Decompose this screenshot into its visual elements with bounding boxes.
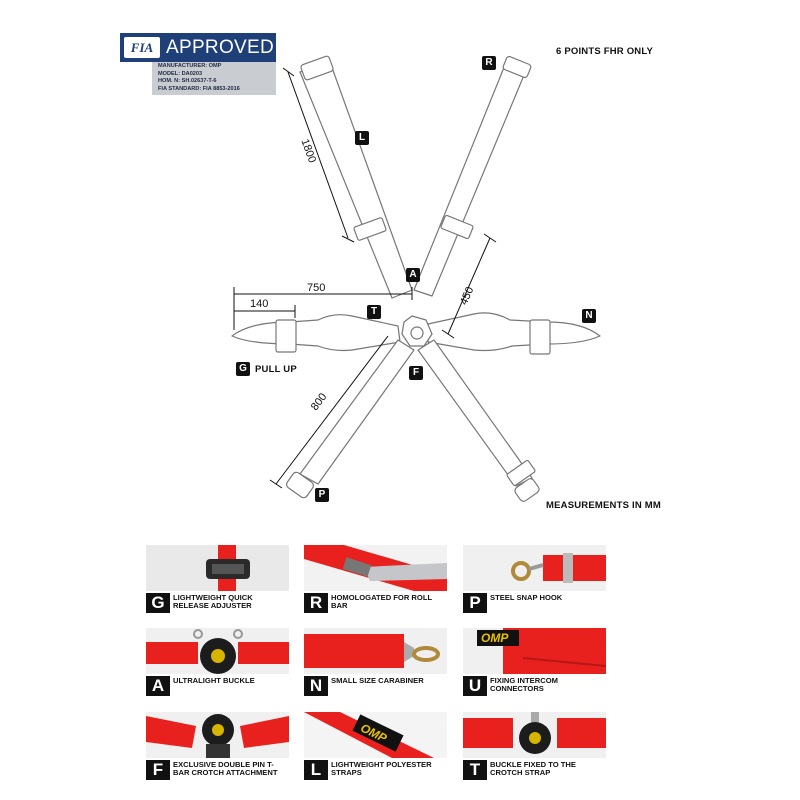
feature-photo-L: OMP bbox=[304, 712, 447, 758]
feature-text-P: STEEL SNAP HOOK bbox=[490, 593, 563, 602]
strap-left-leg-end bbox=[285, 471, 315, 499]
omp-logo-u: OMP bbox=[481, 631, 509, 645]
strap-left-shoulder-end bbox=[300, 55, 334, 81]
adjuster-left-lap bbox=[275, 319, 297, 353]
label-P: P bbox=[315, 488, 329, 502]
feature-text-A: ULTRALIGHT BUCKLE bbox=[173, 676, 255, 685]
feature-photo-R bbox=[304, 545, 447, 591]
strap-right-shoulder-end bbox=[502, 55, 532, 79]
feature-text-T: BUCKLE FIXED TO THE CROTCH STRAP bbox=[490, 760, 576, 778]
feature-letter-F: F bbox=[146, 760, 170, 780]
fia-approved-badge: FIA APPROVED MANUFACTURER: OMP MODEL: DA… bbox=[120, 33, 276, 95]
label-F: F bbox=[409, 366, 423, 380]
fia-badge-header: FIA APPROVED bbox=[120, 33, 276, 62]
dim-line-450 bbox=[447, 237, 491, 335]
feature-letter-T: T bbox=[463, 760, 487, 780]
adjuster-right-shoulder bbox=[440, 214, 474, 240]
feature-text-L: LIGHTWEIGHT POLYESTER STRAPS bbox=[331, 760, 432, 778]
feature-letter-G: G bbox=[146, 593, 170, 613]
feature-photo-A bbox=[146, 628, 289, 674]
feature-letter-L: L bbox=[304, 760, 328, 780]
feature-photo-G bbox=[146, 545, 289, 591]
feature-text-R: HOMOLOGATED FOR ROLL BAR bbox=[331, 593, 432, 611]
fia-model: MODEL: DA0203 bbox=[158, 70, 203, 77]
feature-letter-P: P bbox=[463, 593, 487, 613]
fia-hom-number: HOM. N: SH.02637-T-6 bbox=[158, 78, 217, 84]
label-L: L bbox=[355, 131, 369, 145]
adjuster-right-lap bbox=[529, 319, 551, 355]
feature-photo-F bbox=[146, 712, 289, 758]
dim-label-140: 140 bbox=[250, 298, 269, 310]
fia-manufacturer: MANUFACTURER: OMP bbox=[158, 63, 222, 69]
feature-photo-N bbox=[304, 628, 447, 674]
feature-F: F EXCLUSIVE DOUBLE PIN T-BAR CROTCH ATTA… bbox=[146, 712, 289, 780]
feature-letter-A: A bbox=[146, 676, 170, 696]
strap-left-lap bbox=[231, 314, 401, 352]
feature-letter-N: N bbox=[304, 676, 328, 696]
feature-P: P STEEL SNAP HOOK bbox=[463, 545, 606, 613]
measurements-note: MEASUREMENTS IN MM bbox=[546, 500, 661, 511]
strap-right-shoulder bbox=[413, 59, 528, 297]
feature-letter-U: U bbox=[463, 676, 487, 696]
feature-G: G LIGHTWEIGHT QUICK RELEASE ADJUSTER bbox=[146, 545, 289, 613]
adjuster-right-leg bbox=[506, 459, 536, 487]
feature-L: OMP L LIGHTWEIGHT POLYESTER STRAPS bbox=[304, 712, 447, 780]
feature-photo-U: OMP bbox=[463, 628, 606, 674]
feature-T: T BUCKLE FIXED TO THE CROTCH STRAP bbox=[463, 712, 606, 780]
feature-A: A ULTRALIGHT BUCKLE bbox=[146, 628, 289, 696]
harness-diagram bbox=[231, 55, 601, 502]
label-G: G bbox=[236, 362, 250, 376]
feature-text-U: FIXING INTERCOM CONNECTORS bbox=[490, 676, 558, 694]
label-N: N bbox=[582, 309, 596, 323]
fia-homologation-info: MANUFACTURER: OMP MODEL: DA0203 HOM. N: … bbox=[152, 62, 276, 95]
feature-text-G: LIGHTWEIGHT QUICK RELEASE ADJUSTER bbox=[173, 593, 253, 611]
fia-approved-text: APPROVED bbox=[166, 37, 274, 58]
strap-left-leg bbox=[299, 339, 415, 485]
dim-label-750: 750 bbox=[307, 282, 326, 294]
points-note: 6 POINTS FHR ONLY bbox=[556, 46, 654, 57]
feature-text-N: SMALL SIZE CARABINER bbox=[331, 676, 424, 685]
feature-N: N SMALL SIZE CARABINER bbox=[304, 628, 447, 696]
strap-right-leg bbox=[417, 339, 533, 487]
label-T: T bbox=[367, 305, 381, 319]
dim-line-800 bbox=[275, 335, 389, 485]
label-R: R bbox=[482, 56, 496, 70]
strap-left-shoulder bbox=[299, 61, 413, 299]
fia-standard: FIA STANDARD: FIA 8853-2016 bbox=[158, 85, 240, 92]
adjuster-left-shoulder bbox=[353, 217, 387, 241]
strap-right-lap bbox=[427, 312, 601, 352]
label-A: A bbox=[406, 268, 420, 282]
feature-letter-R: R bbox=[304, 593, 328, 613]
pull-up-note: PULL UP bbox=[255, 364, 297, 375]
center-buckle-knob bbox=[410, 326, 424, 340]
feature-photo-P bbox=[463, 545, 606, 591]
fia-logo: FIA bbox=[124, 37, 160, 58]
feature-U: OMP U FIXING INTERCOM CONNECTORS bbox=[463, 628, 606, 696]
strap-right-leg-end bbox=[514, 478, 540, 502]
feature-text-F: EXCLUSIVE DOUBLE PIN T-BAR CROTCH ATTACH… bbox=[173, 760, 278, 778]
feature-R: R HOMOLOGATED FOR ROLL BAR bbox=[304, 545, 447, 613]
dim-line-1800 bbox=[287, 71, 349, 239]
feature-photo-T bbox=[463, 712, 606, 758]
